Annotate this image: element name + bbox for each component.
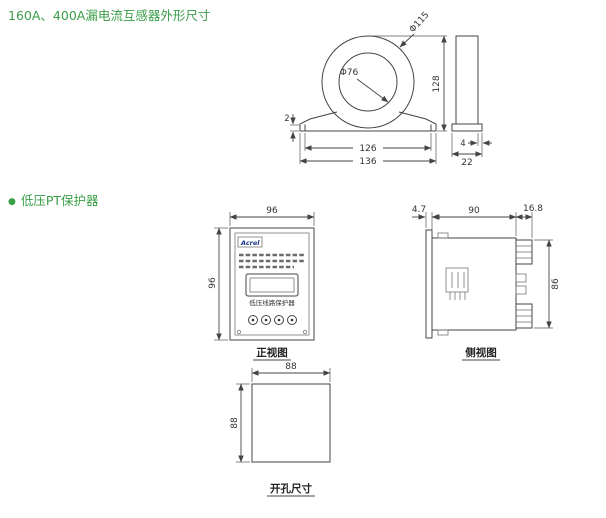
- cutout-dimensions: 88 88 开孔尺寸: [230, 362, 331, 497]
- section1-title: 160A、400A漏电流互感器外形尺寸: [8, 8, 211, 23]
- cutout-width-label: 88: [285, 362, 297, 372]
- pt-side-bezel-label: 4.7: [412, 205, 426, 215]
- ct-base-inner-width-label: 126: [359, 144, 376, 154]
- pt-front-view-drawing: Acrel 低压线路保护器: [229, 227, 315, 341]
- pt-front-width-label: 96: [266, 206, 278, 216]
- side-view-caption: 侧视图: [465, 346, 497, 359]
- terminal-blocks: [515, 239, 533, 329]
- section2-title: ● 低压PT保护器: [8, 190, 99, 209]
- ct-outer-diameter-label: Φ115: [408, 10, 432, 35]
- ct-front-view-drawing: [299, 35, 437, 132]
- cutout-caption: 开孔尺寸: [270, 482, 312, 495]
- screw-icon: [302, 329, 308, 335]
- pt-front-height-label: 96: [208, 277, 218, 289]
- pt-side-height-label: 86: [551, 278, 561, 290]
- front-view-caption: 正视图: [256, 346, 288, 359]
- ct-lip-label: 2: [284, 114, 289, 124]
- screw-icon: [236, 329, 242, 335]
- pt-side-depth-label: 90: [468, 206, 480, 216]
- ct-inner-diameter-label: Φ76: [340, 68, 359, 78]
- front-panel-buttons: [248, 315, 297, 325]
- ct-side-dimensions: 4 22: [451, 133, 492, 168]
- pt-side-dimensions: 4.7 90 16.8 86 侧视图: [412, 204, 561, 361]
- cutout-drawing: [251, 383, 331, 463]
- pt-side-view-drawing: [425, 229, 533, 339]
- pt-front-dimensions: 96 96 正视图: [208, 206, 315, 361]
- pt-side-terminal-label: 16.8: [523, 204, 543, 214]
- ct-base-outer-width-label: 136: [359, 157, 376, 167]
- ct-front-dimensions: Φ76 Φ115 128 126 136: [284, 10, 447, 167]
- bullet-icon: ●: [8, 197, 16, 207]
- device-title-label: 低压线路保护器: [249, 298, 295, 307]
- ct-side-view-drawing: [451, 35, 483, 132]
- brand-logo: Acrel: [240, 239, 260, 247]
- lcd-display: [245, 273, 299, 297]
- cutout-height-label: 88: [230, 417, 240, 429]
- ct-height-label: 128: [432, 75, 442, 92]
- section2-title-text: 低压PT保护器: [20, 193, 99, 208]
- ct-foot-overhang-label: 4: [460, 139, 465, 149]
- ct-thickness-label: 22: [461, 158, 472, 168]
